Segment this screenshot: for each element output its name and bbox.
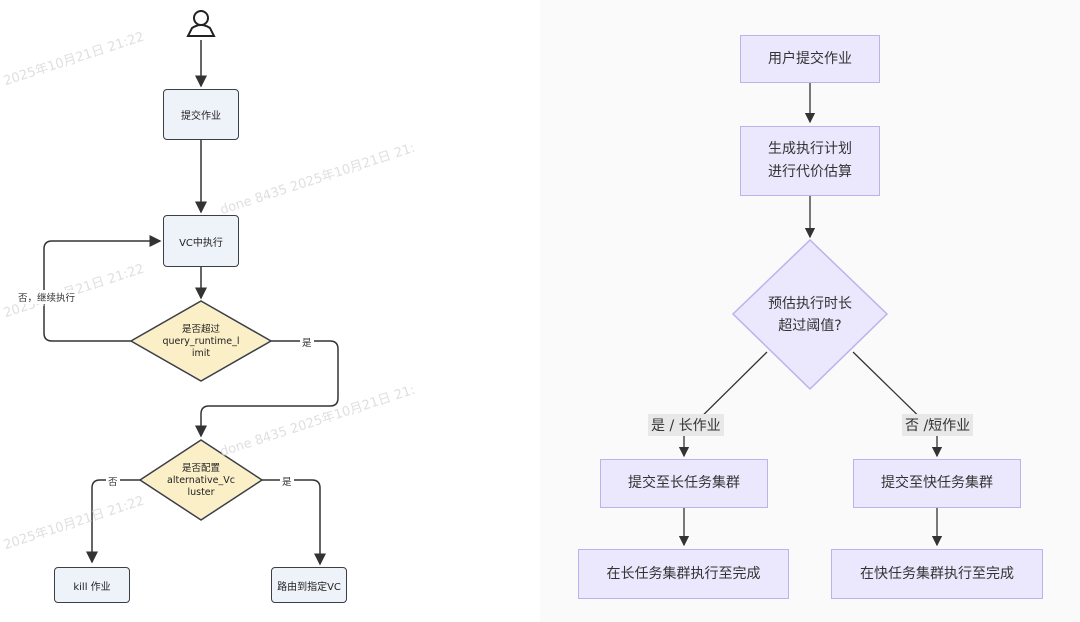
edge-decision-fast [852, 351, 943, 458]
node-route-vc: 路由到指定VC [271, 567, 347, 603]
node-submit-job: 提交作业 [163, 89, 239, 140]
edge-label-no-short: 否 /短作业 [902, 414, 974, 436]
node-check-runtime: 是否超过 query_runtime_l imit [162, 324, 240, 359]
node-decision: 预估执行时长 超过阈值? [768, 296, 852, 334]
edge-check2-route [262, 479, 326, 566]
edge-label-yes: 是 [300, 335, 314, 349]
node-plan-estimate: 生成执行计划 进行代价估算 [740, 126, 880, 196]
node-fast-done: 在快任务集群执行至完成 [831, 549, 1043, 599]
edge-check1-check2 [195, 340, 339, 438]
decision-diamond [731, 238, 889, 391]
node-check-alternative: 是否配置 alternative_Vc luster [167, 463, 235, 498]
user-icon [186, 10, 216, 37]
edge-label-yes-long: 是 / 长作业 [648, 414, 724, 436]
node-fast-submit: 提交至快任务集群 [853, 459, 1021, 508]
edge-check2-kill [86, 479, 140, 564]
edge-label-no: 否 [106, 474, 120, 488]
node-vc-execute: VC中执行 [163, 215, 239, 267]
node-user-submit: 用户提交作业 [740, 35, 880, 83]
edge-label-no-continue: 否，继续执行 [16, 290, 78, 304]
left-flowchart: 2025年10月21日 21:22 done 8435 2025年10月21日 … [1, 10, 417, 603]
node-long-done: 在长任务集群执行至完成 [578, 549, 789, 599]
right-flowchart: 用户提交作业 生成执行计划 进行代价估算 预估执行时长 超过阈值? 是 / 长作… [540, 0, 1080, 622]
node-kill-job: kill 作业 [54, 567, 130, 603]
check1-diamond [129, 300, 273, 382]
edge-decision-long [678, 351, 768, 458]
node-long-submit: 提交至长任务集群 [600, 459, 768, 508]
check2-diamond [138, 439, 264, 521]
left-connectors [43, 10, 339, 566]
edge-label-yes: 是 [280, 474, 294, 488]
